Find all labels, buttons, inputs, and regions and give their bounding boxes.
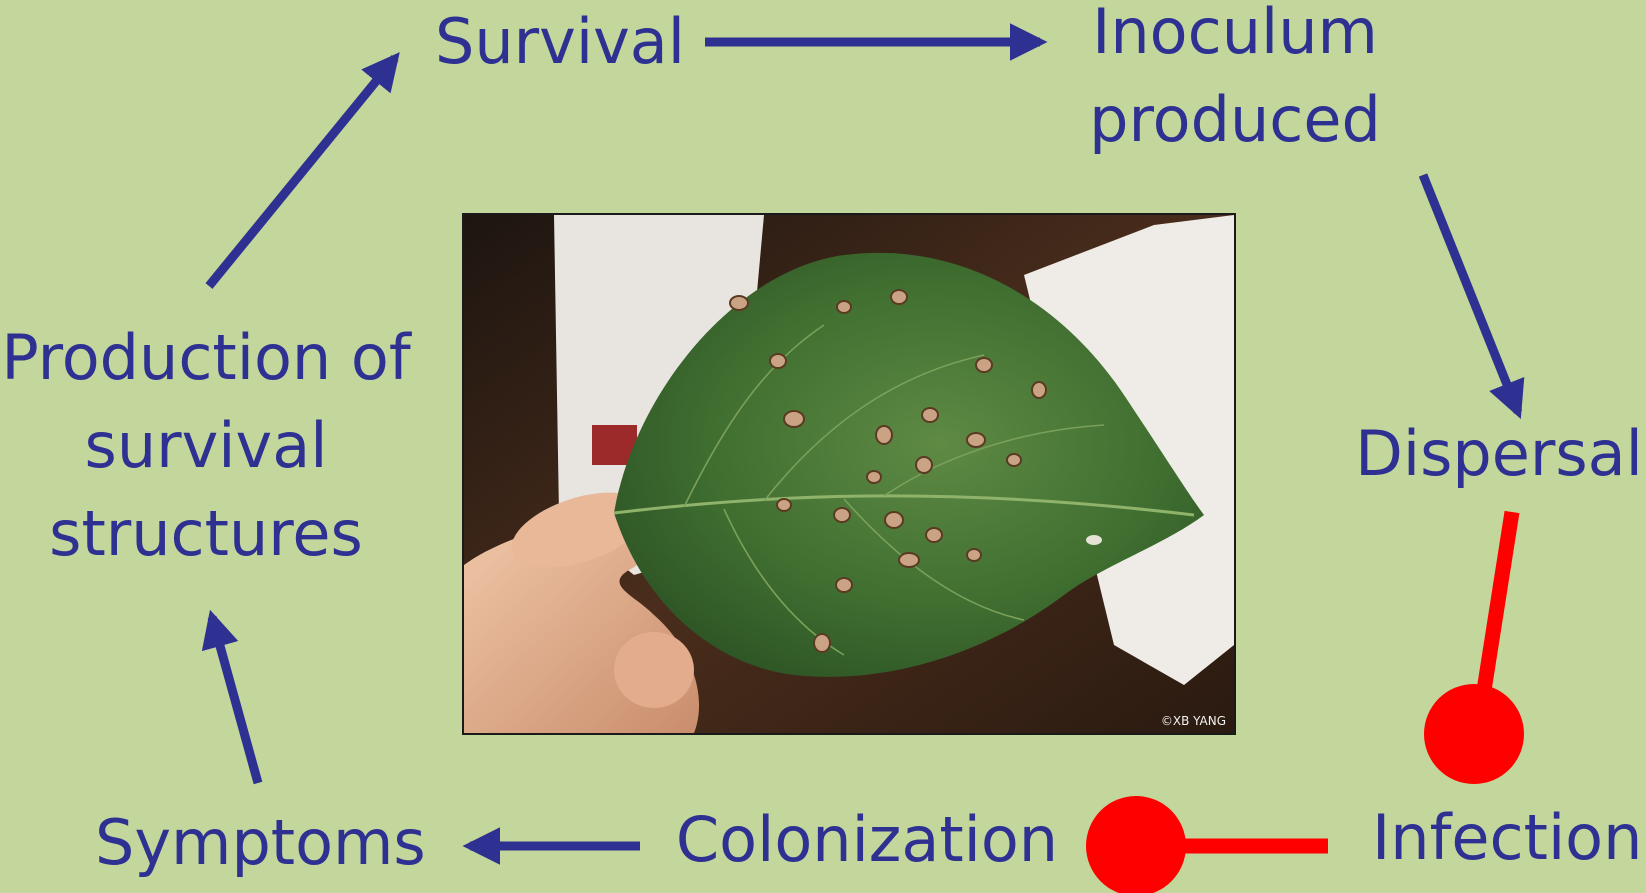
blocked-link-end-dot bbox=[1086, 796, 1186, 893]
lesion bbox=[967, 549, 981, 561]
leaf-photo: ©XB YANG bbox=[462, 213, 1236, 735]
node-dispersal: Dispersal bbox=[1352, 410, 1646, 498]
arrow-inoculum-to-dispersal bbox=[1423, 175, 1518, 412]
lesion bbox=[836, 578, 852, 592]
node-inoculum-produced: Inoculum produced bbox=[1080, 0, 1390, 164]
node-production-line-3: structures bbox=[0, 490, 412, 578]
lesion bbox=[834, 508, 850, 522]
lesion bbox=[770, 354, 786, 368]
arrow-production-to-survival bbox=[209, 58, 395, 286]
node-infection-line: Infection bbox=[1372, 794, 1642, 882]
lesion bbox=[1032, 382, 1046, 398]
node-colonization: Colonization bbox=[672, 796, 1062, 884]
node-inoculum-line-2: produced bbox=[1080, 76, 1390, 164]
node-infection: Infection bbox=[1372, 794, 1642, 882]
node-colonization-line: Colonization bbox=[672, 796, 1062, 884]
node-survival: Survival bbox=[415, 0, 705, 86]
finger-tip bbox=[614, 632, 694, 708]
lesion bbox=[814, 634, 830, 652]
lesion bbox=[730, 296, 748, 310]
lesion bbox=[784, 411, 804, 427]
lesion bbox=[916, 457, 932, 473]
lesion bbox=[976, 358, 992, 372]
node-dispersal-line: Dispersal bbox=[1352, 410, 1646, 498]
lesion bbox=[1007, 454, 1021, 466]
lesion bbox=[891, 290, 907, 304]
lesion bbox=[777, 499, 791, 511]
blocked-link-end-dot bbox=[1424, 684, 1524, 784]
node-inoculum-line-1: Inoculum bbox=[1080, 0, 1390, 76]
node-production-of-survival-structures: Production of survival structures bbox=[0, 314, 412, 578]
lesion bbox=[926, 528, 942, 542]
lesion bbox=[967, 433, 985, 447]
lesion bbox=[885, 512, 903, 528]
lesion-light bbox=[1086, 535, 1102, 545]
photo-credit: ©XB YANG bbox=[1161, 714, 1226, 728]
lesion bbox=[867, 471, 881, 483]
arrow-symptoms-to-production bbox=[212, 617, 258, 783]
node-symptoms: Symptoms bbox=[95, 799, 425, 887]
node-survival-line: Survival bbox=[415, 0, 705, 86]
lesion bbox=[922, 408, 938, 422]
leaf-photo-illustration: ©XB YANG bbox=[464, 215, 1234, 733]
lesion bbox=[837, 301, 851, 313]
lesion bbox=[876, 426, 892, 444]
node-production-line-1: Production of bbox=[0, 314, 412, 402]
node-production-line-2: survival bbox=[0, 402, 412, 490]
node-symptoms-line: Symptoms bbox=[95, 799, 425, 887]
blocked-link-infection-to-colonization bbox=[1086, 796, 1328, 893]
blocked-link-dispersal-to-infection bbox=[1424, 512, 1524, 784]
lesion bbox=[899, 553, 919, 567]
